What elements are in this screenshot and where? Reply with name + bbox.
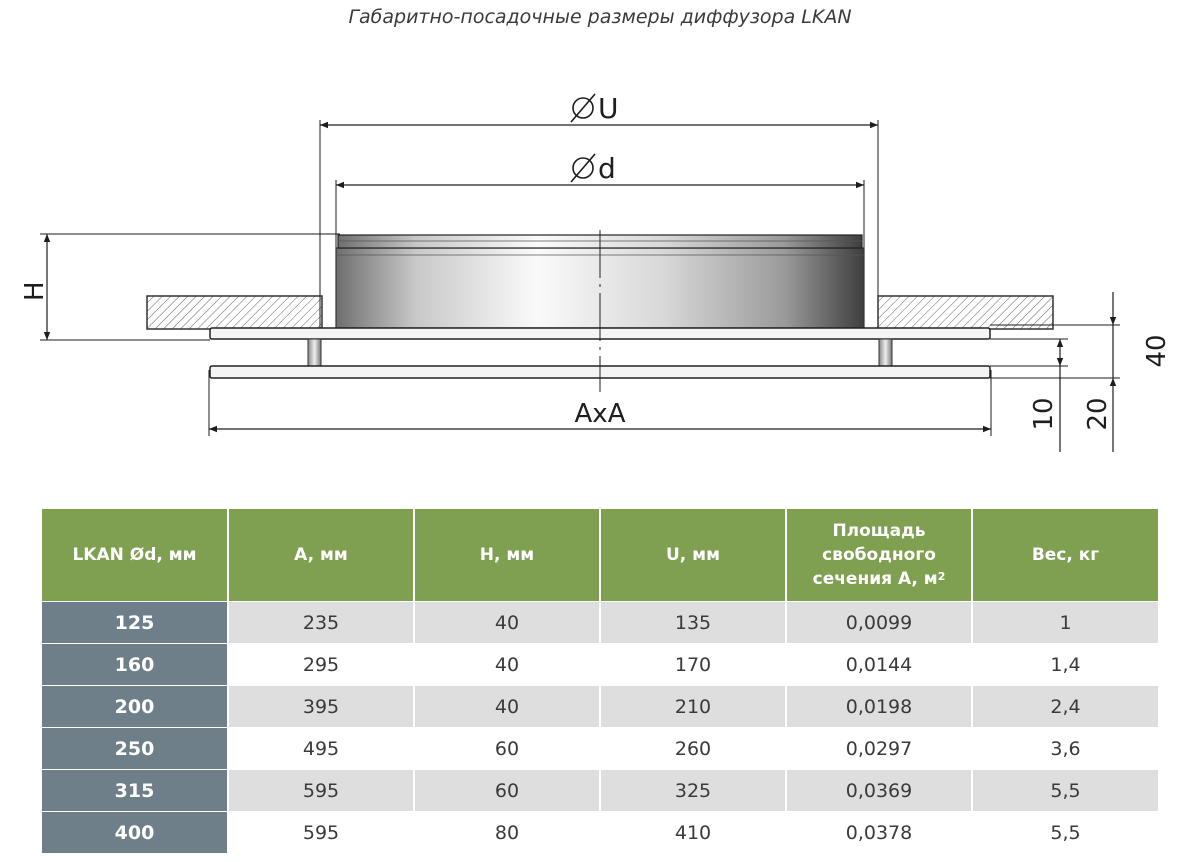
page-title: Габаритно-посадочные размеры диффузора L…	[348, 6, 852, 28]
wall-section-left	[146, 295, 323, 330]
cell-model: 200	[42, 685, 229, 728]
table-header-row: LKAN Ød, мм A, мм H, мм U, мм Площадь св…	[42, 509, 1158, 602]
table-row: 125 235 40 135 0,0099 1	[42, 601, 1158, 644]
cell-weight: 5,5	[972, 811, 1158, 853]
table-row: 315 595 60 325 0,0369 5,5	[42, 769, 1158, 812]
cell-h: 80	[414, 811, 601, 853]
cell-h: 40	[414, 685, 601, 728]
cell-area: 0,0198	[786, 685, 973, 728]
wall-section-right	[877, 295, 1054, 330]
cell-u: 135	[600, 601, 787, 644]
label-10: 10	[1029, 397, 1059, 430]
label-40: 40	[1142, 334, 1172, 367]
header-free-area: Площадь свободного сечения A, м2	[786, 509, 973, 602]
label-U: U	[598, 92, 619, 125]
cell-u: 170	[600, 643, 787, 686]
cell-a: 595	[228, 769, 415, 812]
cell-area: 0,0378	[786, 811, 973, 853]
cell-u: 260	[600, 727, 787, 770]
cell-u: 410	[600, 811, 787, 853]
cell-area: 0,0297	[786, 727, 973, 770]
cell-u: 325	[600, 769, 787, 812]
cell-h: 60	[414, 727, 601, 770]
spacer-pin-right	[878, 338, 893, 367]
diffuser-drawing: U d H AxA 40 10 20	[20, 92, 1172, 452]
cell-weight: 1,4	[972, 643, 1158, 686]
cell-a: 235	[228, 601, 415, 644]
cell-u: 210	[600, 685, 787, 728]
cell-area: 0,0099	[786, 601, 973, 644]
label-H: H	[20, 281, 50, 301]
label-20: 20	[1083, 397, 1113, 430]
table-row: 400 595 80 410 0,0378 5,5	[42, 811, 1158, 853]
cell-weight: 5,5	[972, 769, 1158, 812]
cell-h: 40	[414, 643, 601, 686]
dimensions-table: LKAN Ød, мм A, мм H, мм U, мм Площадь св…	[42, 509, 1158, 853]
cell-area: 0,0369	[786, 769, 973, 812]
cell-model: 160	[42, 643, 229, 686]
cell-model: 400	[42, 811, 229, 853]
cell-h: 60	[414, 769, 601, 812]
cell-model: 315	[42, 769, 229, 812]
label-AxA: AxA	[575, 399, 626, 429]
label-d: d	[598, 152, 616, 185]
header-u: U, мм	[600, 509, 787, 602]
cell-a: 595	[228, 811, 415, 853]
cell-weight: 2,4	[972, 685, 1158, 728]
cell-model: 125	[42, 601, 229, 644]
header-a: A, мм	[228, 509, 415, 602]
cell-h: 40	[414, 601, 601, 644]
cell-a: 495	[228, 727, 415, 770]
cell-a: 295	[228, 643, 415, 686]
cell-area: 0,0144	[786, 643, 973, 686]
table-row: 250 495 60 260 0,0297 3,6	[42, 727, 1158, 770]
spacer-pin-left	[307, 338, 322, 367]
cell-a: 395	[228, 685, 415, 728]
header-model: LKAN Ød, мм	[42, 509, 229, 602]
cell-model: 250	[42, 727, 229, 770]
cell-weight: 1	[972, 601, 1158, 644]
header-weight: Вес, кг	[972, 509, 1158, 602]
table-row: 160 295 40 170 0,0144 1,4	[42, 643, 1158, 686]
table-row: 200 395 40 210 0,0198 2,4	[42, 685, 1158, 728]
header-h: H, мм	[414, 509, 601, 602]
cell-weight: 3,6	[972, 727, 1158, 770]
